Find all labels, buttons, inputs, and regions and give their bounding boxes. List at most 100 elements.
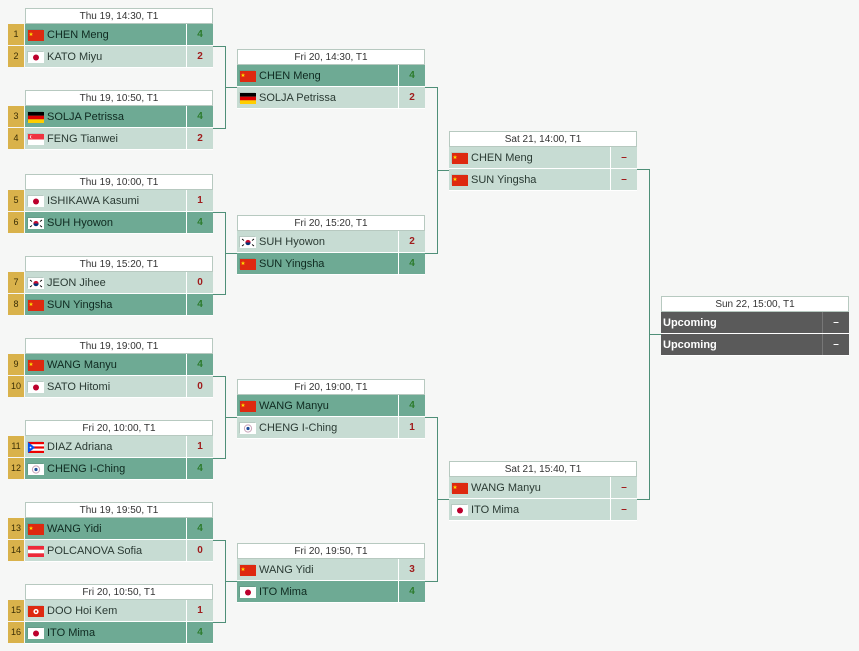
player-name[interactable]: WANG Yidi <box>259 563 314 576</box>
bracket-connector <box>225 253 237 254</box>
match-schedule: Thu 19, 15:20, T1 <box>25 256 213 272</box>
flag-china-icon <box>239 70 256 82</box>
player-name[interactable]: WANG Yidi <box>47 522 102 535</box>
player-score: 4 <box>398 65 425 86</box>
flag-china-icon <box>451 152 468 164</box>
bracket-connector <box>213 458 225 459</box>
player-name[interactable]: SUH Hyowon <box>259 235 326 248</box>
player-row[interactable]: SUN Yingsha 4 <box>237 253 425 275</box>
player-name[interactable]: WANG Manyu <box>471 481 541 494</box>
player-name[interactable]: CHEN Meng <box>47 28 109 41</box>
player-name[interactable]: CHENG I-Ching <box>47 462 126 475</box>
player-name[interactable]: SOLJA Petrissa <box>259 91 337 104</box>
player-name[interactable]: SUH Hyowon <box>47 216 114 229</box>
player-cell: SOLJA Petrissa <box>237 87 398 108</box>
player-name[interactable]: CHENG I-Ching <box>259 421 338 434</box>
player-row[interactable]: WANG Manyu– <box>449 477 637 499</box>
player-name[interactable]: JEON Jihee <box>47 276 106 289</box>
bracket-connector <box>213 376 225 377</box>
player-score: 3 <box>398 559 425 580</box>
player-name[interactable]: ITO Mima <box>259 585 308 598</box>
player-row[interactable]: SUN Yingsha– <box>449 169 637 191</box>
player-cell: CHENG I-Ching <box>237 417 398 438</box>
player-name[interactable]: WANG Manyu <box>47 358 117 371</box>
player-name[interactable]: Upcoming <box>663 338 717 351</box>
player-name[interactable]: WANG Manyu <box>259 399 329 412</box>
player-name[interactable]: SUN Yingsha <box>259 257 325 270</box>
player-cell: WANG Manyu <box>449 477 610 498</box>
player-row[interactable]: WANG Yidi 3 <box>237 559 425 581</box>
player-row[interactable]: CHEN Meng 4 <box>237 65 425 87</box>
player-name[interactable]: Upcoming <box>663 316 717 329</box>
flag-china-icon <box>451 482 468 494</box>
flag-japan-icon <box>451 504 468 516</box>
bracket-connector <box>213 622 225 623</box>
player-score: 4 <box>398 253 425 274</box>
player-name[interactable]: SOLJA Petrissa <box>47 110 125 123</box>
player-name[interactable]: DOO Hoi Kem <box>47 604 118 617</box>
player-name[interactable]: POLCANOVA Sofia <box>47 544 143 557</box>
player-name[interactable]: DIAZ Adriana <box>47 440 113 453</box>
match-schedule: Thu 19, 10:00, T1 <box>25 174 213 190</box>
player-name[interactable]: CHEN Meng <box>259 69 321 82</box>
flag-china-icon <box>27 523 44 535</box>
player-name[interactable]: ITO Mima <box>471 503 520 516</box>
player-name[interactable]: SUN Yingsha <box>47 298 113 311</box>
player-row[interactable]: Upcoming – <box>661 312 849 334</box>
player-name[interactable]: FENG Tianwei <box>47 132 118 145</box>
flag-germany-icon <box>27 111 44 123</box>
player-cell: SUH Hyowon <box>237 231 398 252</box>
player-name[interactable]: CHEN Meng <box>471 151 533 164</box>
player-row[interactable]: ITO Mima– <box>449 499 637 521</box>
player-name[interactable]: KATO Miyu <box>47 50 103 63</box>
player-name[interactable]: SUN Yingsha <box>471 173 537 186</box>
player-score: – <box>822 312 849 333</box>
match-schedule: Thu 19, 19:50, T1 <box>25 502 213 518</box>
player-name[interactable]: ISHIKAWA Kasumi <box>47 194 140 207</box>
player-row[interactable]: CHEN Meng– <box>449 147 637 169</box>
player-row[interactable]: Upcoming– <box>661 334 849 356</box>
player-cell: SUN Yingsha <box>449 169 610 190</box>
seed-number: 15 <box>8 600 24 621</box>
bracket-connector <box>637 169 649 170</box>
player-name[interactable]: SATO Hitomi <box>47 380 111 393</box>
player-cell: CHEN Meng <box>25 24 186 45</box>
player-name[interactable]: ITO Mima <box>47 626 96 639</box>
